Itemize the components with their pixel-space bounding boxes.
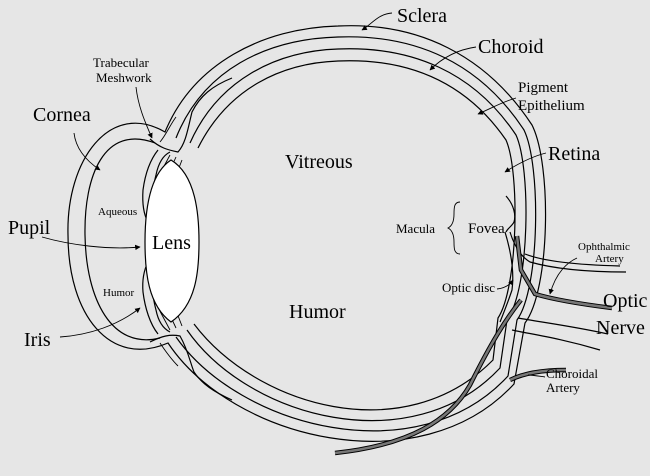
label-trabecular-2: Meshwork: [96, 70, 152, 85]
label-optic-1: Optic: [603, 290, 648, 312]
label-humor-big: Humor: [289, 301, 346, 323]
label-choroidal-2: Artery: [546, 380, 580, 395]
label-choroidal-1: Choroidal: [546, 366, 598, 381]
label-retina: Retina: [548, 143, 600, 165]
choroidal-arrow: [528, 375, 545, 377]
trabecular-arrow: [136, 87, 152, 138]
optic-disc-arrow: [497, 280, 513, 289]
label-sclera: Sclera: [397, 5, 447, 27]
label-humor-small: Humor: [103, 287, 135, 299]
label-ophthalmic-2: Artery: [595, 253, 624, 265]
label-optic-2: Nerve: [596, 317, 645, 339]
label-optic-disc: Optic disc: [442, 280, 495, 295]
optic-nerve-lower-2: [518, 318, 608, 334]
retinal-vessel-branch-core: [335, 300, 521, 453]
label-pupil: Pupil: [8, 217, 51, 239]
pupil-arrow: [42, 237, 140, 248]
label-lens: Lens: [152, 232, 191, 254]
label-macula: Macula: [396, 221, 435, 236]
label-choroid: Choroid: [478, 36, 544, 58]
optic-nerve-lower: [512, 330, 600, 350]
label-aqueous: Aqueous: [98, 206, 137, 218]
fovea-dip: [506, 196, 515, 232]
label-pigment-2: Epithelium: [518, 98, 585, 114]
label-cornea: Cornea: [33, 104, 91, 126]
label-ophthalmic-1: Ophthalmic: [578, 241, 630, 253]
ciliary-body-top-inner: [160, 117, 176, 142]
label-fovea: Fovea: [468, 221, 505, 237]
label-iris: Iris: [24, 329, 51, 351]
retinal-vessel-branch: [335, 300, 521, 453]
cornea-arrow: [74, 133, 100, 170]
ciliary-body-bottom-inner: [160, 343, 178, 366]
label-trabecular-1: Trabecular: [93, 55, 150, 70]
retina-outline: [194, 61, 515, 410]
macula-brace: [448, 202, 460, 254]
label-pigment-1: Pigment: [518, 80, 569, 96]
label-vitreous: Vitreous: [285, 151, 353, 173]
